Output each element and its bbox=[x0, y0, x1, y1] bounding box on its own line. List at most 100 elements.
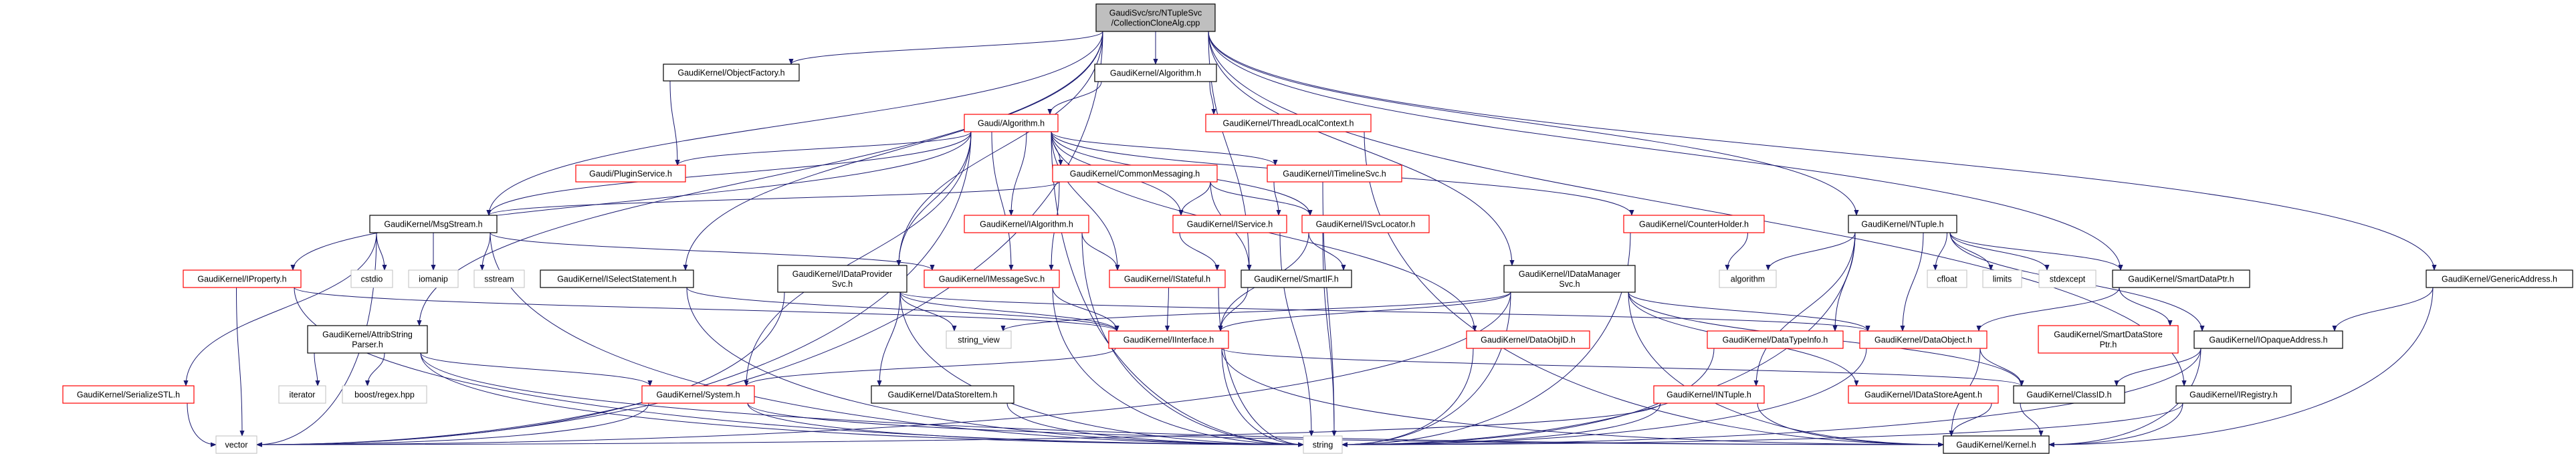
node-dataobject[interactable]: GaudiKernel/DataObject.h bbox=[1859, 330, 1988, 349]
node-iregistry[interactable]: GaudiKernel/IRegistry.h bbox=[2175, 385, 2292, 404]
edge-iproperty-to-iinterface bbox=[294, 287, 1119, 332]
node-label: sstream bbox=[484, 275, 514, 284]
node-box bbox=[473, 269, 525, 288]
node-iopaqueaddress[interactable]: GaudiKernel/IOpaqueAddress.h bbox=[2193, 330, 2343, 349]
node-cstdio: cstdio bbox=[350, 269, 393, 288]
node-label: limits bbox=[1993, 275, 2012, 284]
node-kernel[interactable]: GaudiKernel/Kernel.h bbox=[1943, 435, 2050, 454]
node-label: GaudiKernel/MsgStream.h bbox=[384, 220, 482, 229]
edge-ntuple-to-intuple bbox=[1753, 232, 1856, 386]
edge-iservice-to-istateful bbox=[1179, 232, 1220, 271]
node-label: vector bbox=[225, 441, 247, 450]
node-box bbox=[2112, 269, 2250, 288]
node-ialgorithm[interactable]: GaudiKernel/IAlgorithm.h bbox=[964, 215, 1089, 233]
node-datastoreitem[interactable]: GaudiKernel/DataStoreItem.h bbox=[871, 385, 1014, 404]
edge-gaudi_algorithm-to-itimelinesvc bbox=[1051, 131, 1278, 166]
node-iservice[interactable]: GaudiKernel/IService.h bbox=[1172, 215, 1287, 233]
node-label: boost/regex.hpp bbox=[354, 390, 415, 400]
edge-imessagesvc-to-iinterface bbox=[1052, 287, 1119, 332]
node-box bbox=[2193, 330, 2343, 349]
edge-iregistry-to-string bbox=[1341, 403, 2183, 447]
edge-idataprovidersvc-to-string bbox=[899, 292, 1304, 447]
node-label: GaudiKernel/CommonMessaging.h bbox=[1070, 169, 1200, 179]
node-box bbox=[408, 269, 459, 288]
node-commonmessaging[interactable]: GaudiKernel/CommonMessaging.h bbox=[1052, 164, 1218, 183]
edge-msgstream-to-sstream bbox=[479, 232, 491, 271]
node-system[interactable]: GaudiKernel/System.h bbox=[641, 385, 755, 404]
node-isvclocator[interactable]: GaudiKernel/ISvcLocator.h bbox=[1301, 215, 1430, 233]
node-box bbox=[2175, 385, 2292, 404]
edge-smartif-to-iinterface bbox=[1218, 287, 1249, 332]
node-iomanip: iomanip bbox=[408, 269, 459, 288]
node-msgstream[interactable]: GaudiKernel/MsgStream.h bbox=[369, 215, 498, 233]
node-algorithm_h[interactable]: GaudiKernel/Algorithm.h bbox=[1094, 64, 1217, 82]
node-istateful[interactable]: GaudiKernel/IStateful.h bbox=[1109, 269, 1226, 288]
edge-root-to-ntuple bbox=[1208, 31, 1859, 216]
node-serializestl[interactable]: GaudiKernel/SerializeSTL.h bbox=[62, 385, 195, 404]
edge-root-to-idatamanagersvc bbox=[1208, 31, 1515, 266]
node-smartdataptr[interactable]: GaudiKernel/SmartDataPtr.h bbox=[2112, 269, 2250, 288]
node-box bbox=[1095, 3, 1216, 32]
edge-datatypeinfo-to-string bbox=[1341, 348, 1715, 447]
node-cfloat: cfloat bbox=[1927, 269, 1967, 288]
edge-ntuple-to-cfloat bbox=[1933, 232, 1947, 271]
node-smartif[interactable]: GaudiKernel/SmartIF.h bbox=[1241, 269, 1352, 288]
edge-idataprovidersvc-to-vector bbox=[256, 292, 785, 447]
edge-ntuple-to-algorithm bbox=[1765, 232, 1856, 271]
node-root[interactable]: GaudiSvc/src/NTupleSvc/CollectionCloneAl… bbox=[1095, 3, 1216, 32]
node-iselectstatement[interactable]: GaudiKernel/ISelectStatement.h bbox=[540, 269, 694, 288]
node-label: GaudiKernel/SmartDataPtr.h bbox=[2128, 275, 2234, 284]
node-idatastoreagent[interactable]: GaudiKernel/IDataStoreAgent.h bbox=[1848, 385, 1999, 404]
edge-iinterface-to-kernel bbox=[1221, 348, 1944, 447]
edge-commonmessaging-to-msgstream bbox=[486, 181, 1060, 216]
node-iproperty[interactable]: GaudiKernel/IProperty.h bbox=[183, 269, 302, 288]
node-box bbox=[871, 385, 1014, 404]
edge-idatamanagersvc-to-iinterface bbox=[1218, 292, 1511, 332]
node-label: iomanip bbox=[419, 275, 448, 284]
node-iinterface[interactable]: GaudiKernel/IInterface.h bbox=[1108, 330, 1229, 349]
node-imessagesvc[interactable]: GaudiKernel/IMessageSvc.h bbox=[924, 269, 1060, 288]
edge-root-to-objectfactory bbox=[788, 31, 1103, 65]
node-objectfactory[interactable]: GaudiKernel/ObjectFactory.h bbox=[663, 64, 800, 82]
edge-algorithm_h-to-threadlocal bbox=[1209, 81, 1216, 115]
edge-root-to-attribstringparser bbox=[417, 31, 1103, 326]
node-box bbox=[1052, 164, 1218, 183]
node-intuple[interactable]: GaudiKernel/INTuple.h bbox=[1653, 385, 1765, 404]
node-counterholder[interactable]: GaudiKernel/CounterHolder.h bbox=[1623, 215, 1765, 233]
edge-root-to-smartdataptr bbox=[1208, 31, 2123, 271]
node-label: Gaudi/PluginService.h bbox=[589, 169, 672, 179]
node-label: GaudiKernel/DataTypeInfo.h bbox=[1723, 336, 1828, 345]
node-threadlocal[interactable]: GaudiKernel/ThreadLocalContext.h bbox=[1205, 114, 1372, 132]
node-box bbox=[215, 435, 257, 454]
node-ntuple[interactable]: GaudiKernel/NTuple.h bbox=[1848, 215, 1957, 233]
node-dataobjid[interactable]: GaudiKernel/DataObjID.h bbox=[1466, 330, 1590, 349]
node-label: GaudiKernel/DataObject.h bbox=[1874, 336, 1972, 345]
node-box bbox=[278, 385, 326, 404]
edge-gaudi_algorithm-to-msgstream bbox=[486, 131, 972, 216]
edge-idatastoreagent-to-kernel bbox=[1949, 403, 1992, 437]
node-gaudi_algorithm[interactable]: Gaudi/Algorithm.h bbox=[964, 114, 1059, 132]
node-box bbox=[1303, 435, 1343, 454]
node-box bbox=[1623, 215, 1765, 233]
node-datatypeinfo[interactable]: GaudiKernel/DataTypeInfo.h bbox=[1707, 330, 1844, 349]
node-pluginservice[interactable]: Gaudi/PluginService.h bbox=[575, 164, 686, 183]
node-box bbox=[1503, 265, 1636, 293]
node-label: Svc.h bbox=[1559, 279, 1580, 289]
node-genericaddress[interactable]: GaudiKernel/GenericAddress.h bbox=[2426, 269, 2573, 288]
edge-msgstream-to-cstdio bbox=[376, 232, 387, 271]
edge-system-to-kernel bbox=[747, 403, 1944, 447]
node-box bbox=[183, 269, 302, 288]
nodes-layer: GaudiSvc/src/NTupleSvc/CollectionCloneAl… bbox=[62, 3, 2573, 454]
edge-system-to-string bbox=[747, 403, 1304, 447]
node-itimelinesvc[interactable]: GaudiKernel/ITimelineSvc.h bbox=[1267, 164, 1402, 183]
node-box bbox=[641, 385, 755, 404]
node-classid[interactable]: GaudiKernel/ClassID.h bbox=[2013, 385, 2125, 404]
edge-system-to-vector bbox=[256, 403, 649, 447]
node-box bbox=[1653, 385, 1765, 404]
edge-msgstream-to-imessagesvc bbox=[490, 232, 935, 271]
node-label: /CollectionCloneAlg.cpp bbox=[1111, 19, 1200, 28]
